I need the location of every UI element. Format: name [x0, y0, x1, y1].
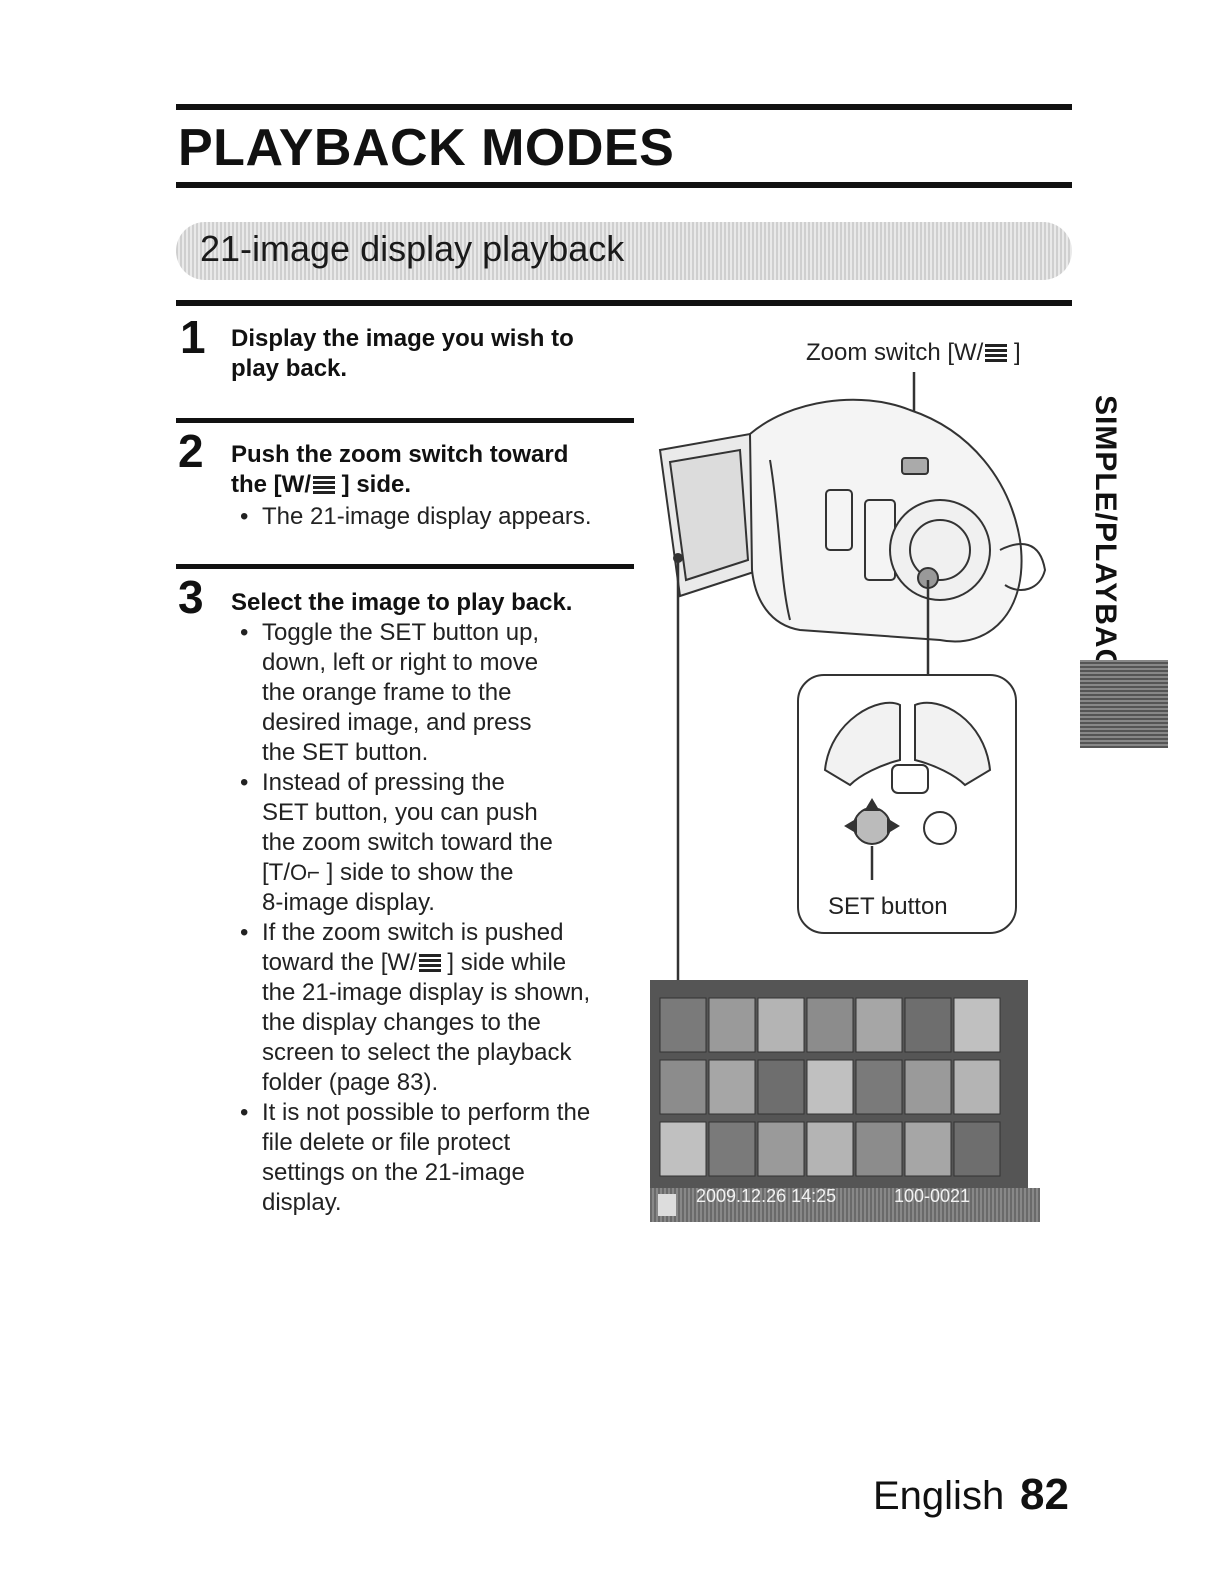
- thumbnail-tile: [855, 1059, 903, 1115]
- camera-illustration: [658, 372, 1047, 980]
- footer-language: English: [873, 1474, 1005, 1518]
- thumbnail-tile: [806, 1121, 854, 1177]
- thumbnail-tile: [757, 997, 805, 1053]
- step-3-bullet-2: • Instead of pressing the SET button, yo…: [240, 769, 553, 916]
- thumbnail-tile: [659, 1059, 707, 1115]
- step-2-bullet: •The 21-image display appears.: [240, 503, 592, 530]
- step-3-bullet-4: • It is not possible to perform the file…: [240, 1099, 591, 1216]
- step-3-rule: [176, 564, 634, 569]
- section-rule: [176, 300, 1072, 306]
- top-rule: [176, 104, 1072, 110]
- step-1-title-line: play back.: [231, 355, 348, 382]
- thumbnail-tile: [806, 1059, 854, 1115]
- title-underline-rule: [176, 182, 1072, 188]
- step-3-bullet-1: • Toggle the SET button up, down, left o…: [240, 619, 540, 766]
- step-3-title: Select the image to play back.: [231, 589, 573, 616]
- page-title: PLAYBACK MODES: [178, 119, 675, 177]
- step-1-title: Display the image you wish to play back.: [231, 324, 574, 384]
- step-2-number: 2: [178, 425, 204, 477]
- thumbnail-tile: [904, 1121, 952, 1177]
- thumbnail-tile: [855, 997, 903, 1053]
- page-number: 82: [1020, 1470, 1069, 1519]
- section-heading: 21-image display playback: [200, 228, 625, 269]
- thumbnail-tile: [953, 1121, 1001, 1177]
- thumbnail-tile: [953, 997, 1001, 1053]
- thumbnail-tile: [659, 1121, 707, 1177]
- step-3-number: 3: [178, 571, 204, 623]
- side-tab-label: SIMPLE/PLAYBACK: [1089, 395, 1122, 694]
- thumbnail-tile: [904, 997, 952, 1053]
- step-2-title: Push the zoom switch toward the [W/ ] si…: [231, 440, 568, 500]
- thumbnail-tile: [806, 997, 854, 1053]
- thumbnail-tile: [855, 1121, 903, 1177]
- thumbnail-tile: [904, 1059, 952, 1115]
- thumbnail-tile: [757, 1121, 805, 1177]
- thumbnail-display-screen: [650, 980, 1040, 1222]
- multi-image-icon: [418, 954, 441, 972]
- step-2-title-line: the [W/ ] side.: [231, 471, 412, 498]
- zoom-switch-label: Zoom switch [W/ ]: [806, 339, 1021, 366]
- side-tab-block: [1080, 660, 1168, 748]
- screen-datetime: 2009.12.26 14:25: [696, 1186, 837, 1206]
- step-2-title-line: Push the zoom switch toward: [231, 441, 569, 468]
- thumbnail-tile: [708, 1059, 756, 1115]
- thumbnail-tile: [953, 1059, 1001, 1115]
- screen-file-number: 100-0021: [894, 1186, 971, 1206]
- step-2-rule: [176, 418, 634, 423]
- step-3-bullet-3: • If the zoom switch is pushed toward th…: [240, 919, 591, 1096]
- step-1-number: 1: [180, 311, 206, 363]
- set-button-label: SET button: [828, 893, 948, 920]
- thumbnail-tile: [659, 997, 707, 1053]
- thumbnail-tile: [757, 1059, 805, 1115]
- tele-icon: O⌐: [290, 860, 320, 885]
- multi-image-icon: [312, 476, 335, 494]
- section-banner: 21-image display playback: [176, 222, 1072, 280]
- thumbnail-tile: [708, 997, 756, 1053]
- multi-image-icon: [985, 344, 1008, 362]
- thumbnail-tile: [708, 1121, 756, 1177]
- step-1-title-line: Display the image you wish to: [231, 325, 574, 352]
